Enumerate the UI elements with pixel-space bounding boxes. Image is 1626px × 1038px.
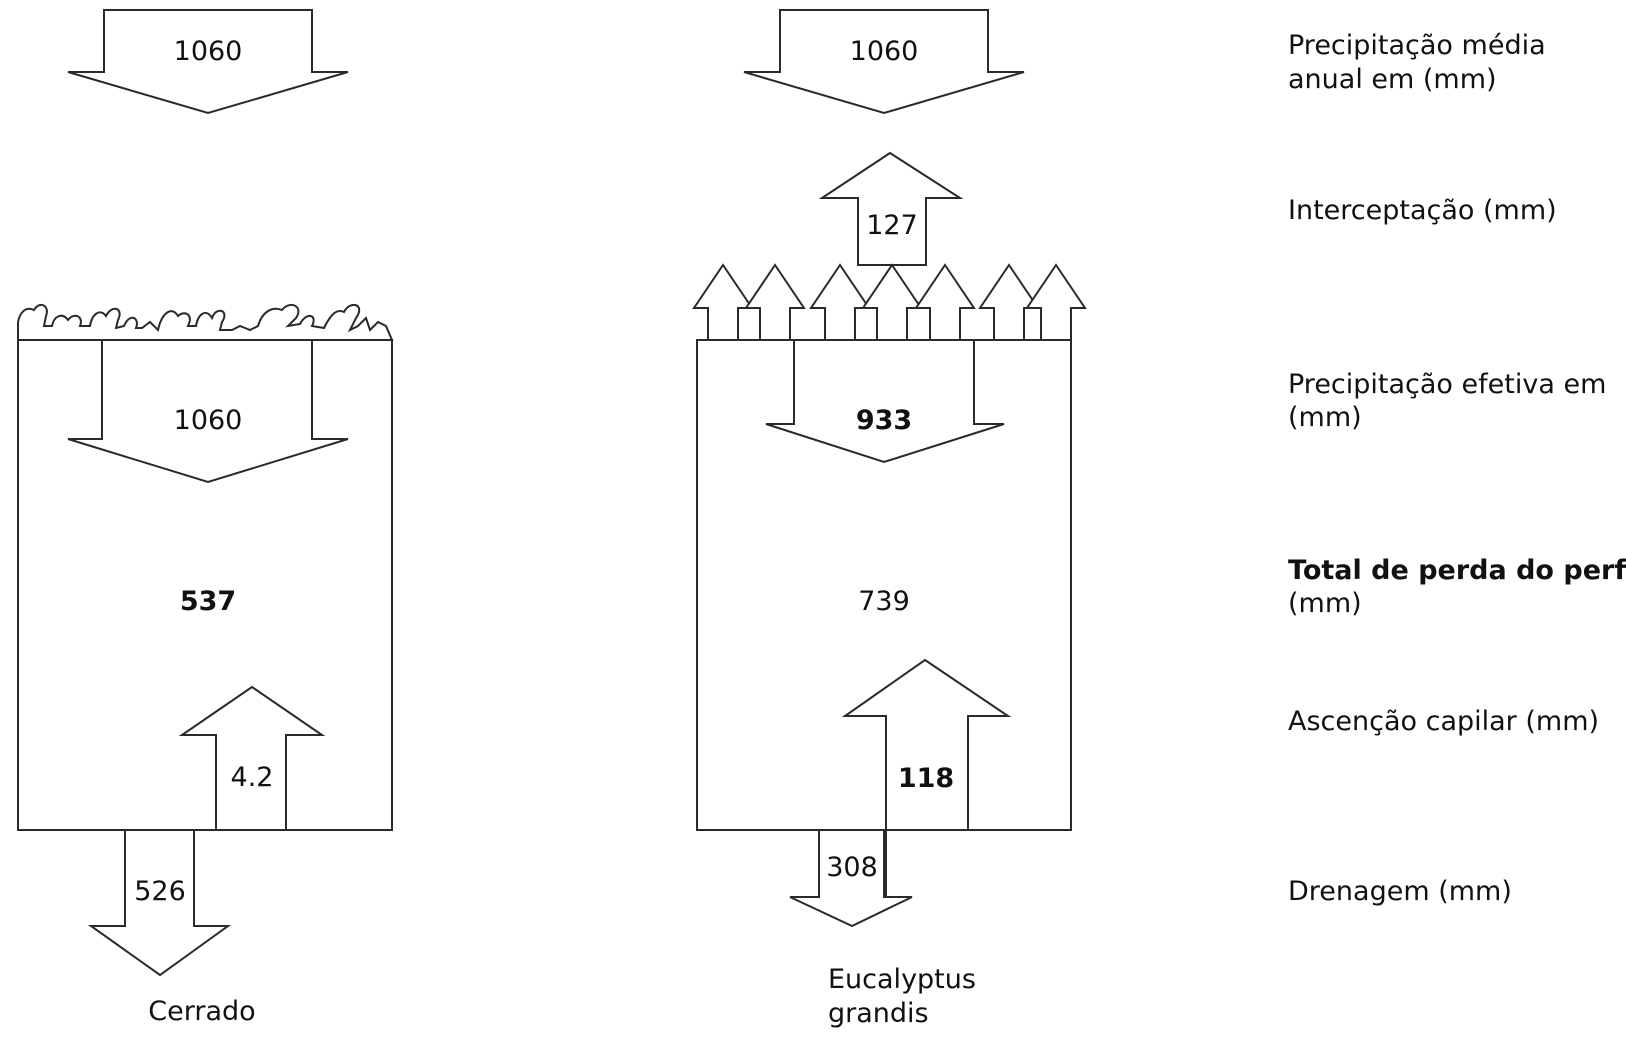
eucalyptus-evaporation-arrow [978,263,1040,341]
label-drenagem: Drenagem (mm) [1288,876,1512,907]
label-precipitacao-media-line1: Precipitação média [1288,30,1546,61]
cerrado-effective-rain-arrow [67,339,349,484]
eucalyptus-effective-rain-value: 933 [856,405,912,436]
cerrado-capillary-value: 4.2 [231,762,274,793]
cerrado-drainage-arrow [87,829,232,977]
eucalyptus-capillary-value: 118 [898,763,954,794]
label-precipitacao-efetiva-line1: Precipitação efetiva em [1288,369,1606,400]
eucalyptus-evaporation-arrow [861,263,923,341]
label-ascencao: Ascenção capilar (mm) [1288,706,1599,737]
eucalyptus-drainage-arrow [789,829,913,928]
label-total-perda-line1: Total de perda do perfil [1288,555,1626,586]
cerrado-effective-rain-value: 1060 [174,405,243,436]
eucalyptus-interception-arrow [818,151,964,266]
label-precipitacao-efetiva-line2: (mm) [1288,402,1362,433]
label-interceptacao: Interceptação (mm) [1288,195,1557,226]
label-precipitacao-media-line2: anual em (mm) [1288,64,1497,95]
cerrado-profile-loss-value: 537 [180,586,236,617]
eucalyptus-title-line2: grandis [828,998,929,1029]
eucalyptus-evaporation-arrow [914,263,976,341]
eucalyptus-evaporation-arrow [809,263,871,341]
cerrado-vegetation-icon [17,303,394,341]
cerrado-column: 1060 1060 537 4.2 526 Cerrado [17,9,394,1027]
eucalyptus-evaporation-arrow [744,263,806,341]
cerrado-rain-arrow [67,9,349,115]
label-total-perda-line2: (mm) [1288,588,1362,619]
eucalyptus-capillary-arrow [841,658,1012,831]
eucalyptus-evaporation-arrow [1025,263,1087,341]
cerrado-rain-value: 1060 [174,36,243,67]
eucalyptus-rain-arrow [743,9,1025,115]
eucalyptus-title-line1: Eucalyptus [828,964,976,995]
cerrado-drainage-value: 526 [134,876,186,907]
legend-labels: Precipitação média anual em (mm) Interce… [1288,30,1626,907]
eucalyptus-drainage-value: 308 [826,852,878,883]
eucalyptus-column: 1060 127 933 739 308 118 Eucalyptus gran… [692,9,1087,1029]
eucalyptus-effective-rain-arrow [765,339,1005,464]
eucalyptus-interception-value: 127 [866,210,918,241]
eucalyptus-evaporation-arrow [692,263,754,341]
cerrado-title: Cerrado [148,996,255,1027]
eucalyptus-rain-value: 1060 [850,36,919,67]
eucalyptus-profile-loss-value: 739 [858,586,910,617]
cerrado-capillary-arrow [178,685,326,831]
